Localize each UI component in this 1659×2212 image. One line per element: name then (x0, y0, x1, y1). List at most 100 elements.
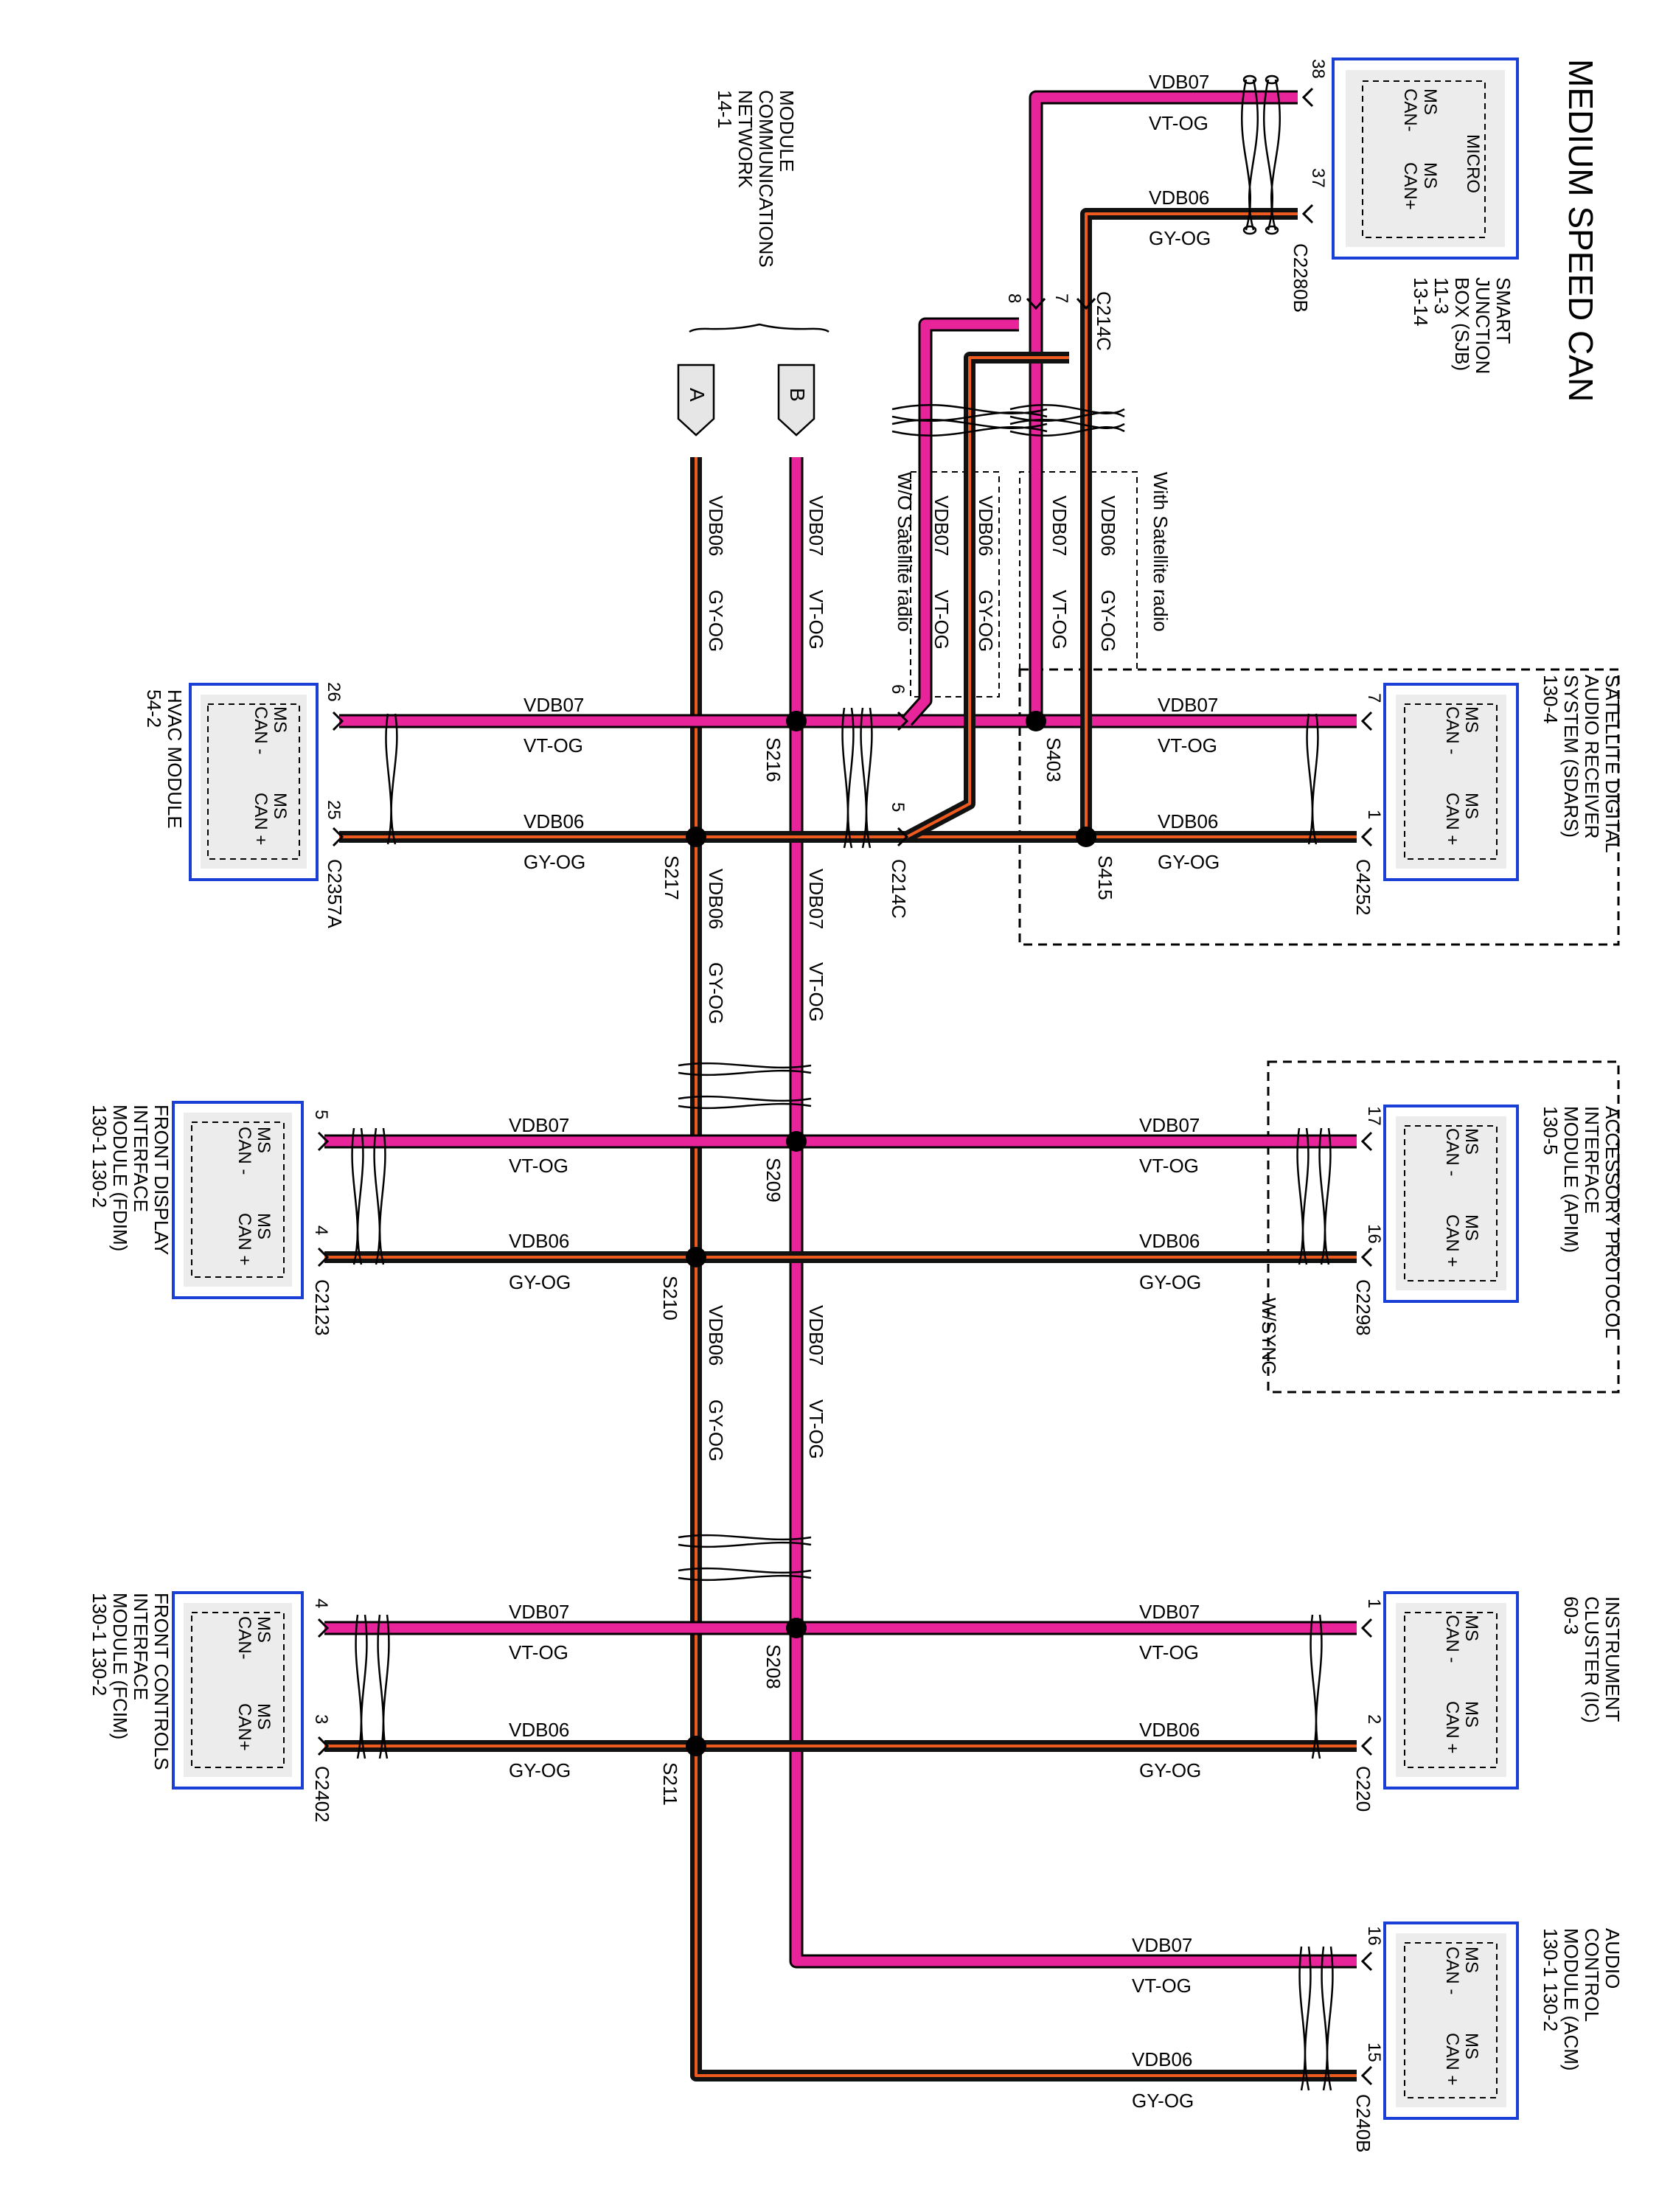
svg-text:INTERFACE: INTERFACE (1581, 1106, 1603, 1214)
svg-text:VDB07: VDB07 (1132, 1934, 1192, 1956)
svg-text:CAN -: CAN - (1442, 706, 1462, 754)
svg-text:GY-OG: GY-OG (1158, 851, 1220, 873)
svg-text:5: 5 (888, 802, 908, 812)
svg-text:JUNCTION: JUNCTION (1472, 277, 1494, 374)
svg-text:1: 1 (1364, 810, 1384, 819)
svg-text:C214C: C214C (888, 859, 910, 919)
svg-text:VT-OG: VT-OG (1149, 112, 1208, 134)
svg-text:INSTRUMENT: INSTRUMENT (1601, 1596, 1624, 1722)
svg-text:CLUSTER (IC): CLUSTER (IC) (1581, 1596, 1603, 1723)
svg-text:W/O Satellite radio: W/O Satellite radio (894, 472, 916, 632)
svg-text:S209: S209 (762, 1158, 785, 1203)
svg-text:S217: S217 (661, 855, 683, 900)
svg-text:38: 38 (1308, 59, 1328, 79)
svg-text:SATELLITE DIGITAL: SATELLITE DIGITAL (1601, 675, 1624, 853)
svg-text:4: 4 (311, 1225, 331, 1235)
svg-text:MS: MS (254, 1616, 274, 1643)
svg-text:7: 7 (1364, 693, 1384, 703)
svg-text:ACCESSORY PROTOCOL: ACCESSORY PROTOCOL (1601, 1106, 1624, 1338)
module-acm: MS CAN - MS CAN + 16 15 C240B AUDIO CONT… (1352, 1921, 1624, 2153)
svg-text:C220: C220 (1352, 1766, 1374, 1812)
svg-text:60-3: 60-3 (1560, 1596, 1582, 1635)
svg-text:CAN -: CAN - (251, 706, 271, 754)
svg-text:2: 2 (1364, 1714, 1384, 1724)
connector-chevrons (317, 87, 1373, 2086)
svg-text:1: 1 (1364, 1599, 1384, 1608)
svg-text:MS: MS (254, 1213, 274, 1239)
svg-text:26: 26 (324, 682, 344, 702)
svg-text:VDB06: VDB06 (524, 810, 584, 832)
svg-text:MS: MS (1461, 1214, 1481, 1241)
svg-text:VDB06: VDB06 (705, 495, 727, 556)
svg-text:CAN +: CAN + (251, 793, 271, 845)
svg-text:C2402: C2402 (311, 1766, 333, 1823)
svg-text:GY-OG: GY-OG (705, 590, 727, 652)
svg-text:MS: MS (270, 793, 290, 819)
network-reference: MODULE COMMUNICATIONS NETWORK 14-1 A B (677, 90, 830, 437)
svg-text:AUDIO: AUDIO (1601, 1928, 1624, 1989)
svg-text:S211: S211 (659, 1762, 681, 1806)
svg-text:AUDIO RECEIVER: AUDIO RECEIVER (1581, 675, 1603, 839)
svg-text:MS: MS (254, 1703, 274, 1730)
svg-text:MODULE (APIM): MODULE (APIM) (1560, 1106, 1582, 1253)
svg-text:8: 8 (1004, 293, 1024, 303)
svg-text:VDB06: VDB06 (705, 1305, 727, 1366)
svg-text:CAN+: CAN+ (1400, 162, 1420, 210)
svg-text:INTERFACE: INTERFACE (130, 1105, 152, 1212)
svg-text:VDB07: VDB07 (1158, 694, 1218, 716)
svg-text:VDB07: VDB07 (509, 1601, 569, 1623)
svg-text:VDB07: VDB07 (931, 495, 953, 556)
svg-text:130-1 130-2: 130-1 130-2 (88, 1105, 111, 1208)
svg-text:CAN-: CAN- (234, 1616, 254, 1660)
svg-text:FRONT CONTROLS: FRONT CONTROLS (150, 1593, 173, 1770)
svg-text:VDB06: VDB06 (705, 869, 727, 929)
svg-text:VT-OG: VT-OG (1158, 734, 1217, 757)
svg-text:VT-OG: VT-OG (1139, 1641, 1199, 1663)
trunk-wires (690, 457, 1357, 2081)
svg-text:14-1: 14-1 (714, 90, 736, 128)
wire-labels: VDB07 VT-OG VDB06 GY-OG VDB07 VT-OG VDB0… (509, 71, 1220, 2112)
svg-text:17: 17 (1364, 1106, 1384, 1126)
wo-sat-option-box (910, 471, 1000, 698)
module-apim: MS CAN - MS CAN + 17 16 C2298 W/SYNC ACC… (1258, 1105, 1624, 1374)
svg-text:VDB07: VDB07 (1139, 1601, 1200, 1623)
svg-text:6: 6 (888, 684, 908, 694)
svg-text:BOX (SJB): BOX (SJB) (1451, 277, 1473, 371)
svg-text:MODULE (FCIM): MODULE (FCIM) (109, 1593, 131, 1739)
svg-text:VDB06: VDB06 (1132, 2048, 1192, 2070)
svg-text:CAN -: CAN - (1442, 1947, 1462, 1994)
svg-text:CAN +: CAN + (1442, 793, 1462, 845)
svg-text:MS: MS (1461, 706, 1481, 733)
svg-text:4: 4 (311, 1599, 331, 1608)
svg-text:3: 3 (311, 1714, 331, 1724)
svg-text:16: 16 (1364, 1224, 1384, 1244)
svg-text:C240B: C240B (1352, 2094, 1374, 2153)
svg-text:MS: MS (1461, 1701, 1481, 1728)
svg-text:VDB07: VDB07 (805, 495, 827, 556)
svg-text:CAN -: CAN - (1442, 1128, 1462, 1176)
svg-text:CONTROL: CONTROL (1581, 1928, 1603, 2022)
with-sat-option-outline (1019, 471, 1138, 669)
svg-text:VDB07: VDB07 (1139, 1114, 1200, 1136)
svg-text:MODULE (ACM): MODULE (ACM) (1560, 1928, 1582, 2071)
svg-text:FRONT DISPLAY: FRONT DISPLAY (150, 1105, 173, 1255)
svg-text:VT-OG: VT-OG (1048, 590, 1071, 650)
svg-text:GY-OG: GY-OG (509, 1271, 571, 1293)
svg-text:COMMUNICATIONS: COMMUNICATIONS (755, 90, 777, 268)
svg-text:MS: MS (1420, 162, 1440, 189)
svg-text:S208: S208 (762, 1644, 785, 1689)
svg-text:MS: MS (1461, 1128, 1481, 1155)
svg-text:INTERFACE: INTERFACE (130, 1593, 152, 1700)
svg-text:VDB06: VDB06 (1158, 810, 1218, 832)
svg-text:VDB07: VDB07 (805, 1305, 827, 1366)
svg-text:16: 16 (1364, 1926, 1384, 1946)
svg-text:GY-OG: GY-OG (1132, 2090, 1194, 2112)
svg-text:CAN +: CAN + (1442, 1214, 1462, 1267)
svg-text:MODULE: MODULE (776, 90, 798, 172)
svg-text:VDB06: VDB06 (1097, 495, 1119, 556)
svg-text:B: B (786, 388, 809, 402)
svg-text:GY-OG: GY-OG (509, 1759, 571, 1781)
svg-text:MS: MS (1461, 2033, 1481, 2059)
svg-text:NETWORK: NETWORK (734, 90, 757, 189)
svg-text:C2123: C2123 (311, 1279, 333, 1336)
